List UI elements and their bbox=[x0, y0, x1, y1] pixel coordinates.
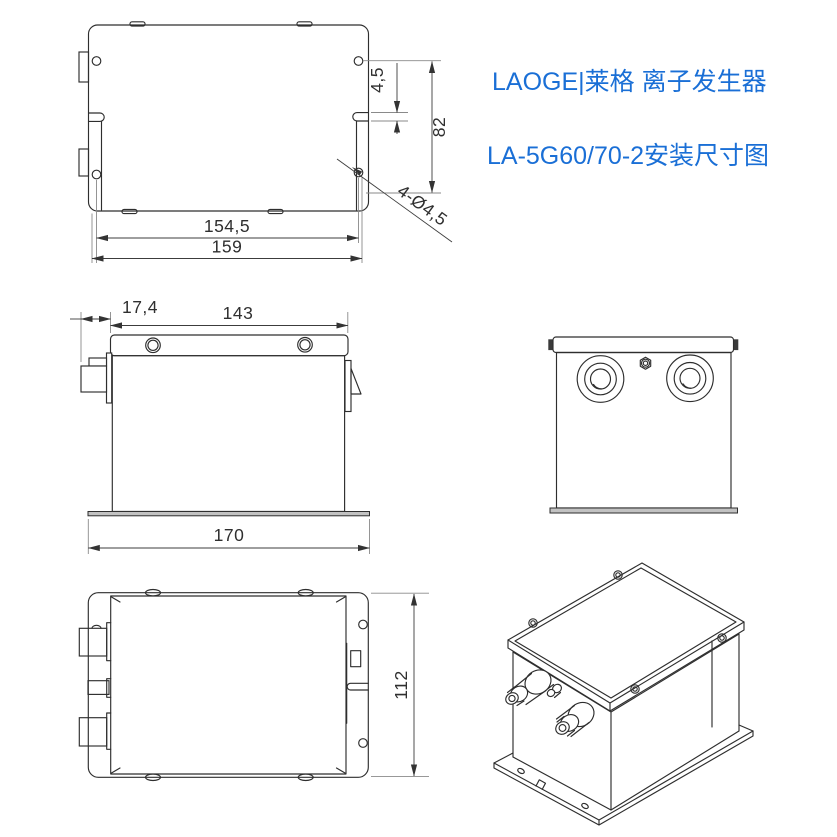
cylinder-connector bbox=[555, 701, 595, 738]
flange-hole bbox=[581, 802, 589, 810]
dim-slot-offset: 4,5 bbox=[367, 67, 387, 93]
mount-hole bbox=[358, 619, 368, 630]
dim-lid-width: 143 bbox=[223, 303, 254, 323]
mount-hole bbox=[353, 167, 364, 178]
dim-base-width: 170 bbox=[214, 525, 245, 545]
tab bbox=[350, 650, 362, 668]
mount-hole bbox=[358, 738, 368, 748]
base-outline bbox=[87, 592, 369, 778]
base-flange bbox=[87, 511, 370, 517]
edge-slot bbox=[297, 588, 314, 597]
top-view: 154,5 159 4,5 82 4-Ø4,5 bbox=[78, 21, 453, 263]
switch-lever bbox=[350, 367, 362, 395]
dim-hole-height: 82 bbox=[429, 117, 449, 137]
dim-depth: 112 bbox=[391, 670, 411, 699]
lid-rim bbox=[507, 621, 745, 712]
round-connector bbox=[576, 355, 625, 403]
flange-hole bbox=[517, 767, 525, 775]
bottom-view: 112 bbox=[78, 588, 429, 782]
bottom-body bbox=[110, 595, 347, 775]
mount-hole bbox=[91, 169, 102, 180]
switch-plate bbox=[344, 359, 352, 413]
top-body-outline bbox=[87, 24, 370, 212]
connector-body bbox=[78, 627, 108, 657]
body-bottom-edges bbox=[512, 730, 740, 811]
round-connector bbox=[666, 354, 714, 403]
connector-step bbox=[88, 357, 108, 367]
connector-body bbox=[80, 365, 108, 393]
side-view: 17,4 143 170 bbox=[70, 297, 370, 554]
brand-title: LAOGE|莱格 离子发生器 bbox=[492, 68, 767, 96]
mount-slot bbox=[346, 682, 369, 691]
lid-screws bbox=[528, 570, 727, 694]
lid-strip bbox=[552, 336, 735, 354]
edge-slot bbox=[144, 588, 162, 597]
cylinder-connector bbox=[505, 669, 552, 707]
connector-body bbox=[78, 717, 108, 747]
base-flange bbox=[549, 507, 738, 514]
lid-end-cap bbox=[733, 339, 739, 351]
side-lug bbox=[78, 51, 90, 83]
mount-hole bbox=[91, 56, 102, 66]
front-view bbox=[548, 336, 739, 514]
lid-end-cap bbox=[548, 339, 554, 351]
base-flange bbox=[493, 730, 754, 826]
hex-nut bbox=[639, 356, 652, 370]
mount-slot bbox=[87, 112, 105, 122]
corner-marks bbox=[110, 596, 346, 774]
dim-hole-spacing: 154,5 bbox=[204, 216, 250, 236]
title-block: LAOGE|莱格 离子发生器 LA-5G60/70-2安装尺寸图 bbox=[487, 68, 769, 170]
leader-arrow bbox=[352, 167, 363, 176]
dim-overall-width: 159 bbox=[212, 237, 243, 257]
edge-slot bbox=[297, 773, 314, 782]
mount-hole bbox=[353, 56, 364, 66]
dim-left-offset: 17,4 bbox=[122, 297, 158, 317]
mount-slot bbox=[352, 112, 370, 122]
flange-notch bbox=[535, 779, 547, 790]
lid-screw bbox=[145, 337, 161, 354]
stud-connector bbox=[546, 683, 563, 699]
side-body bbox=[111, 355, 346, 513]
dim-holes-callout: 4-Ø4,5 bbox=[394, 180, 451, 229]
side-lug bbox=[78, 148, 90, 177]
connector-plate bbox=[105, 352, 113, 404]
connector-small bbox=[87, 680, 110, 695]
edge-slot bbox=[144, 773, 162, 782]
front-body bbox=[555, 351, 732, 509]
leader-line bbox=[336, 158, 453, 243]
model-subtitle: LA-5G60/70-2安装尺寸图 bbox=[487, 142, 769, 170]
lid-screw bbox=[297, 336, 313, 353]
isometric-view bbox=[493, 562, 754, 826]
